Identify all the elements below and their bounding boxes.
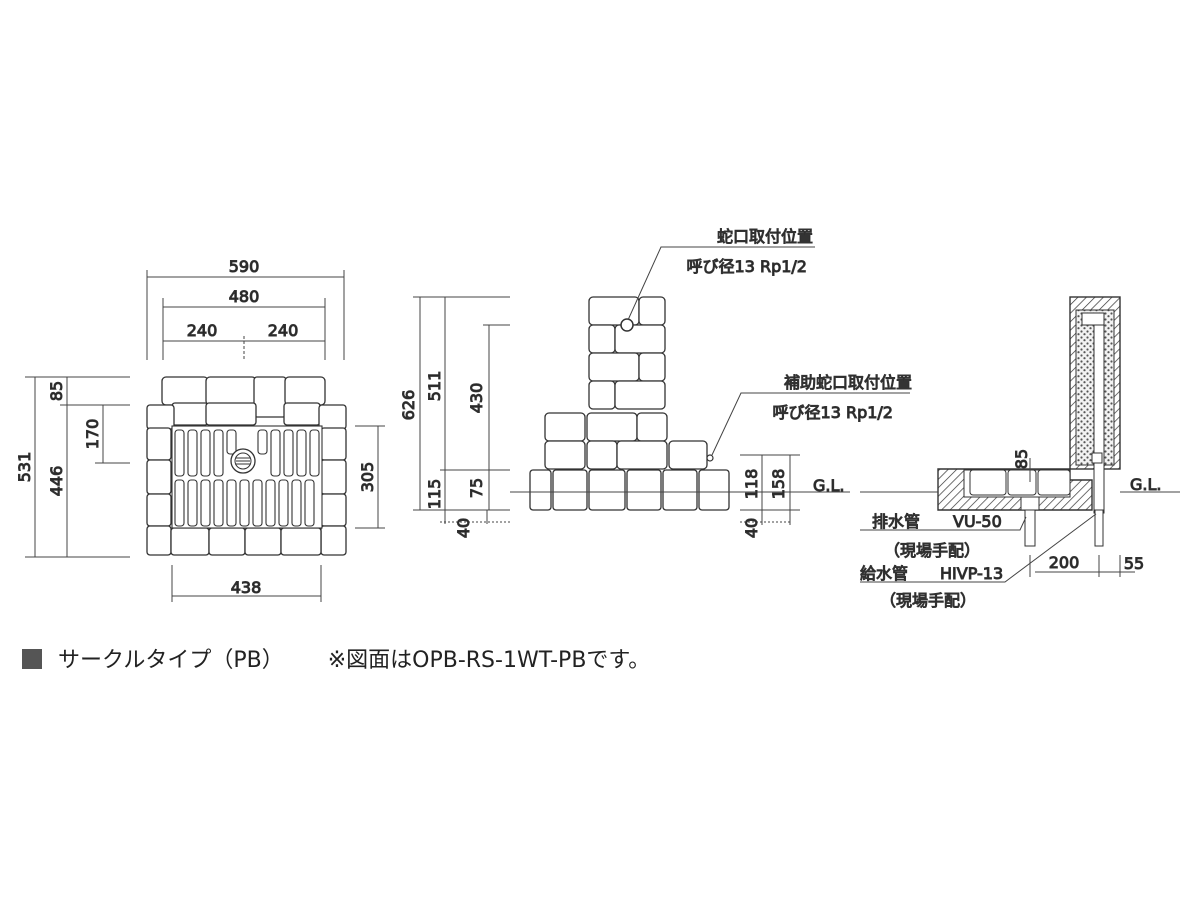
caption: サークルタイプ（PB） ※図面はOPB-RS-1WT-PBです。: [22, 646, 650, 676]
drain-pipe-note: （現場手配）: [884, 541, 980, 560]
square-bullet-icon: [22, 649, 42, 669]
dim-40-left: 40: [454, 518, 473, 538]
plan-drain-icon: [230, 448, 256, 474]
faucet-icon: [620, 318, 634, 332]
section-view: 85 200 55 G.L. 排水管 VU-50 （現場手配） 給水管 HIVP…: [860, 296, 1180, 611]
front-base-bricks: [529, 469, 730, 511]
dim-531: 531: [15, 452, 34, 483]
ground-level-label-front: G.L.: [813, 476, 844, 495]
dim-200: 200: [1049, 553, 1080, 572]
dim-170: 170: [83, 419, 102, 450]
caption-title: サークルタイプ（PB）: [58, 648, 284, 673]
section-drain-pipe: [1024, 509, 1036, 547]
section-supply-pipe: [1094, 509, 1104, 547]
dim-55: 55: [1124, 554, 1144, 573]
dim-240-left: 240: [187, 321, 218, 340]
dim-240-right: 240: [268, 321, 299, 340]
dim-480: 480: [229, 287, 260, 306]
plan-dimension-lines: [25, 270, 385, 602]
drain-pipe-spec: VU-50: [953, 512, 1002, 531]
dim-590: 590: [229, 257, 260, 276]
dim-446: 446: [47, 466, 66, 497]
aux-faucet-icon: [706, 454, 714, 462]
dim-118: 118: [742, 469, 761, 500]
section-dimension-lines: [860, 458, 1180, 583]
dim-430: 430: [467, 383, 486, 414]
dim-85-section: 85: [1012, 449, 1031, 469]
plan-crown-bricks: [161, 376, 326, 426]
dim-75: 75: [467, 478, 486, 498]
supply-pipe-note: （現場手配）: [880, 591, 976, 610]
dim-40-right: 40: [742, 518, 761, 538]
dim-438: 438: [231, 578, 262, 597]
dim-85: 85: [47, 381, 66, 401]
caption-note: ※図面はOPB-RS-1WT-PBです。: [327, 648, 651, 673]
ground-level-label-section: G.L.: [1130, 475, 1161, 494]
plan-view: 590 480 240 240 438 531 85 446 170 305: [15, 257, 385, 602]
dim-305: 305: [358, 462, 377, 493]
supply-pipe-spec: HIVP-13: [940, 564, 1003, 583]
section-supply-riser: [1093, 312, 1105, 514]
plan-basin-slats: [171, 425, 323, 529]
aux-faucet-position-spec: 呼び径13 Rp1/2: [773, 403, 893, 422]
aux-faucet-position-title: 補助蛇口取付位置: [784, 373, 912, 392]
dim-511: 511: [425, 371, 444, 402]
front-post-bricks: [544, 296, 708, 470]
dim-626: 626: [399, 390, 418, 421]
dim-158: 158: [769, 469, 788, 500]
faucet-position-title: 蛇口取付位置: [717, 227, 813, 246]
supply-pipe-label: 給水管: [860, 564, 908, 583]
dim-115: 115: [425, 479, 444, 510]
front-dimension-lines: [413, 246, 910, 525]
front-view: 626 511 430 115 75 40 118 158 40 G.L. 蛇口…: [399, 227, 913, 539]
faucet-position-spec: 呼び径13 Rp1/2: [687, 257, 807, 276]
drain-pipe-label: 排水管: [872, 512, 920, 531]
